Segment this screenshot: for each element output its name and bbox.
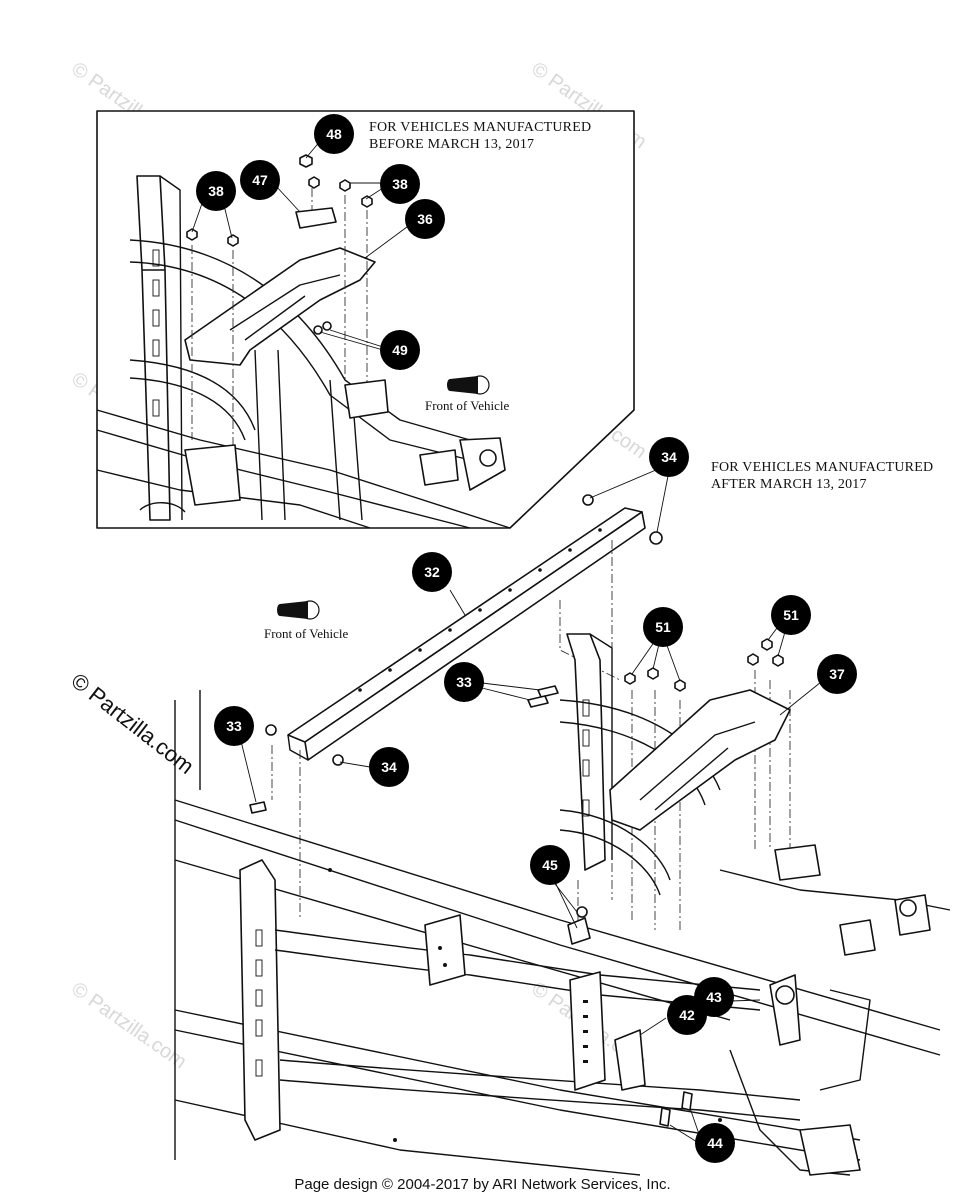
callout-33-left[interactable]: 33 [214,706,254,746]
inset-brace-36 [184,247,376,366]
bolt-44-left [659,1107,671,1127]
front-of-vehicle-label-main: Front of Vehicle [264,626,349,641]
callout-34-top[interactable]: 34 [649,437,689,477]
bolt-33-left [249,801,267,814]
callout-47[interactable]: 47 [240,160,280,200]
callout-44[interactable]: 44 [695,1123,735,1163]
brace-37 [609,689,791,831]
callout-34-bottom[interactable]: 34 [369,747,409,787]
inset-front-arrow-icon [447,375,490,395]
callout-51-right[interactable]: 51 [771,595,811,635]
footer-copyright: Page design © 2004-2017 by ARI Network S… [294,1176,671,1193]
callout-48[interactable]: 48 [314,114,354,154]
callout-49[interactable]: 49 [380,330,420,370]
note-before-line2: BEFORE MARCH 13, 2017 [369,137,535,152]
nut-34-bottom-right [332,754,344,766]
callout-45[interactable]: 45 [530,845,570,885]
main-assembly [174,494,951,1176]
callout-37[interactable]: 37 [817,654,857,694]
inset-before-2017 [96,110,635,529]
callout-42[interactable]: 42 [667,995,707,1035]
callout-32[interactable]: 32 [412,552,452,592]
part-45 [567,917,591,945]
note-before-2017: FOR VEHICLES MANUFACTURED BEFORE MARCH 1… [369,119,591,153]
callout-38-left[interactable]: 38 [196,171,236,211]
bolt-44-right [681,1091,693,1111]
note-after-line2: AFTER MARCH 13, 2017 [711,477,867,492]
inset-bracket-47 [295,207,337,229]
bolt-33-right-upper [537,685,559,698]
note-after-2017: FOR VEHICLES MANUFACTURED AFTER MARCH 13… [711,459,933,493]
callout-36[interactable]: 36 [405,199,445,239]
callout-51-left[interactable]: 51 [643,607,683,647]
main-front-arrow-icon [277,600,320,620]
inset-frame [96,110,635,529]
front-of-vehicle-label-inset: Front of Vehicle [425,398,510,413]
nut-34-top-left [582,494,594,506]
bolt-33-right-lower [527,695,549,708]
bolts-51 [624,638,784,692]
nut-34-bottom-left [265,724,277,736]
note-before-line1: FOR VEHICLES MANUFACTURED [369,120,592,135]
callout-33-right[interactable]: 33 [444,662,484,702]
inset-bolts [186,154,373,335]
nut-34-top-right [649,531,663,545]
note-after-line1: FOR VEHICLES MANUFACTURED [711,460,934,475]
front-left-upright [239,859,281,1141]
callout-38-right[interactable]: 38 [380,164,420,204]
